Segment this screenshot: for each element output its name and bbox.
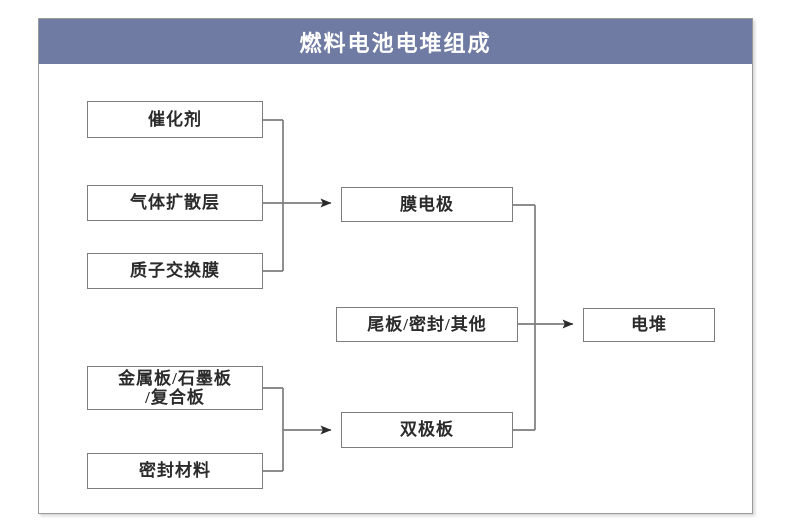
node-gas-diffusion-layer[interactable]: 气体扩散层 <box>87 185 263 221</box>
node-end-plate-seal-other-label: 尾板/密封/其他 <box>367 314 487 334</box>
node-metal-graphite-composite-plate[interactable]: 金属板/石墨板 /复合板 <box>87 366 263 410</box>
node-membrane-electrode-assembly[interactable]: 膜电极 <box>341 187 513 222</box>
node-catalyst[interactable]: 催化剂 <box>87 101 263 138</box>
node-sealing-material-label: 密封材料 <box>139 461 211 481</box>
node-fuel-cell-stack-label: 电堆 <box>631 315 667 335</box>
node-sealing-material[interactable]: 密封材料 <box>87 453 263 489</box>
page-title: 燃料电池电堆组成 <box>299 30 492 56</box>
node-plates-line2: /复合板 <box>145 388 205 407</box>
node-end-plate-seal-other[interactable]: 尾板/密封/其他 <box>336 307 518 342</box>
node-proton-exchange-membrane-label: 质子交换膜 <box>130 261 220 281</box>
node-bipolar-plate[interactable]: 双极板 <box>341 412 513 448</box>
node-metal-graphite-composite-plate-label: 金属板/石墨板 /复合板 <box>114 369 236 407</box>
node-catalyst-label: 催化剂 <box>148 109 202 129</box>
node-gas-diffusion-layer-label: 气体扩散层 <box>130 193 220 213</box>
node-fuel-cell-stack[interactable]: 电堆 <box>583 308 715 342</box>
diagram-title-bar: 燃料电池电堆组成 <box>39 19 752 64</box>
node-plates-line1: 金属板/石墨板 <box>118 368 232 388</box>
node-proton-exchange-membrane[interactable]: 质子交换膜 <box>87 253 263 289</box>
node-bipolar-plate-label: 双极板 <box>400 420 454 440</box>
node-membrane-electrode-assembly-label: 膜电极 <box>400 194 454 214</box>
